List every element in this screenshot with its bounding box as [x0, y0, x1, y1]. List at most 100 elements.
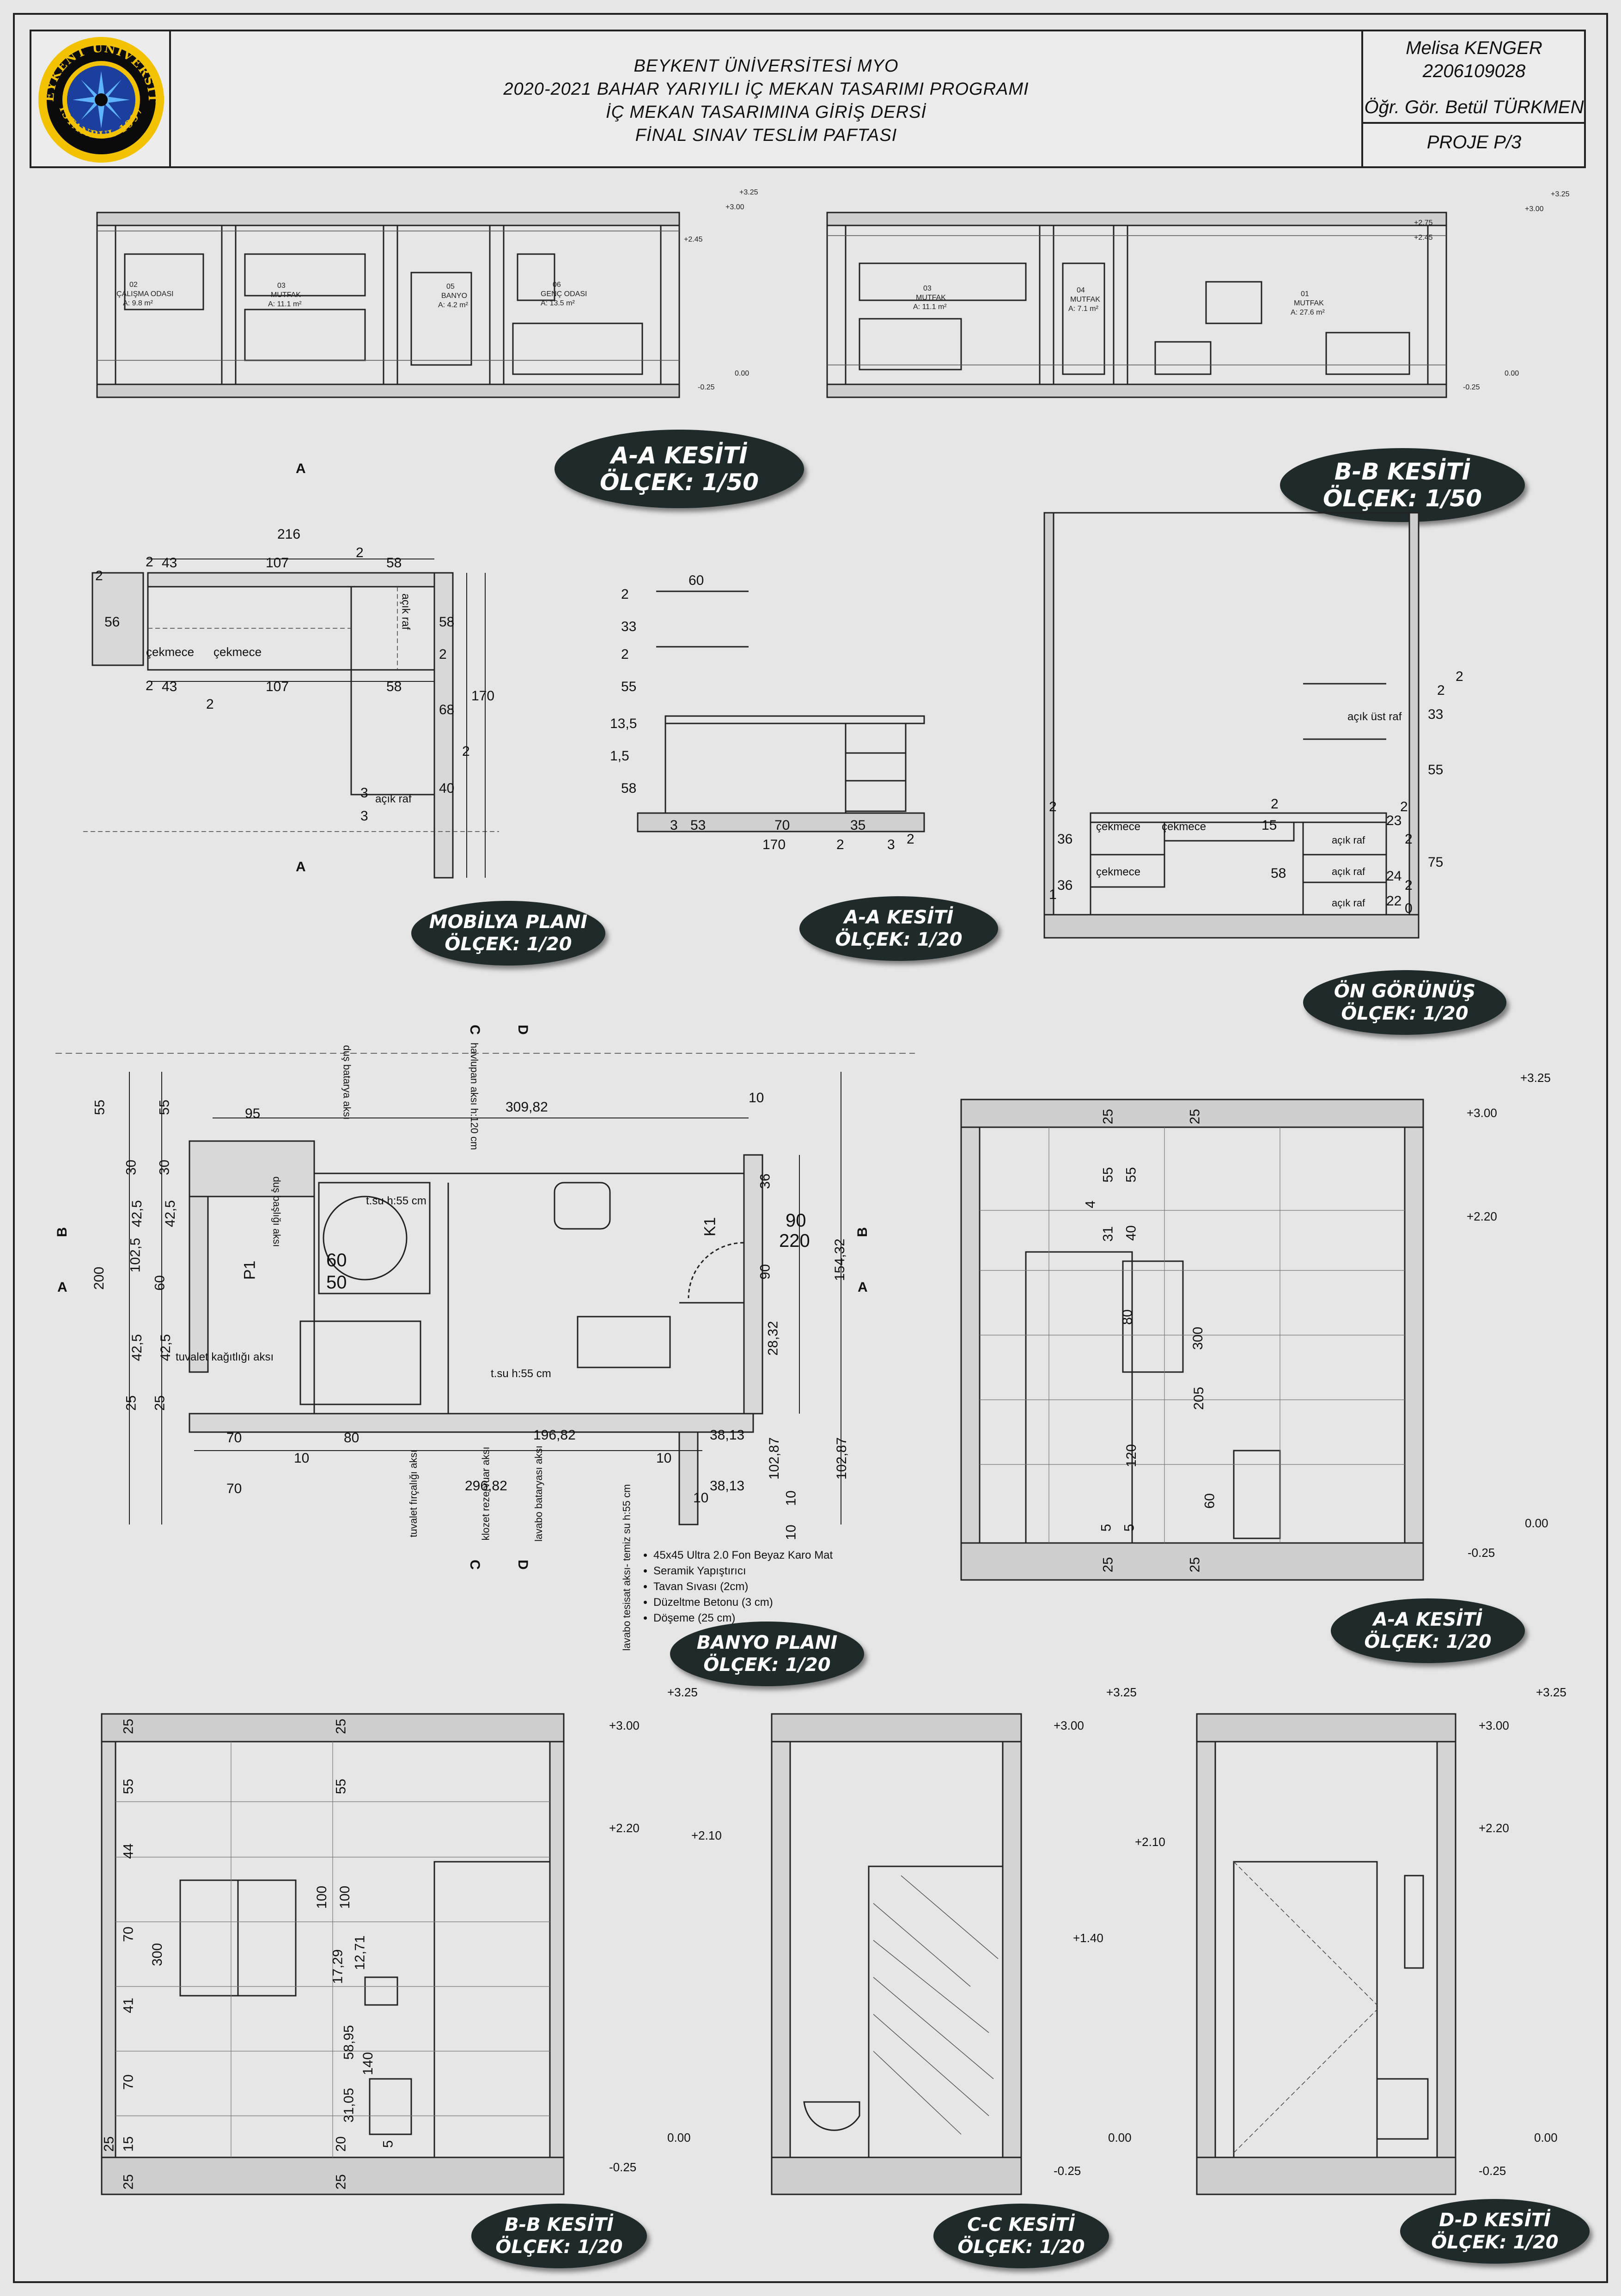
- banyo-label-tuvalet-fircaligi: tuvalet fırçalığı aksı: [407, 1450, 419, 1537]
- aa-banyo-level-220: +2.20: [1467, 1209, 1497, 1223]
- on-dim-36a: 36: [1057, 832, 1073, 847]
- aa-mob-dim-60: 60: [689, 573, 704, 588]
- bb-banyo-dim-100b: 100: [314, 1885, 330, 1909]
- aa-banyo-dim-25d: 25: [1187, 1557, 1203, 1573]
- aa-mob-dim-58: 58: [621, 781, 637, 796]
- banyo-dim-102-87a: 102,87: [766, 1437, 782, 1480]
- aa50-level-1: +3.25: [739, 188, 758, 196]
- aa-banyo-level-300: +3.00: [1467, 1106, 1497, 1120]
- aa50-level-4: -0.25: [698, 383, 715, 391]
- aa-mob-dim-2a: 2: [621, 587, 629, 602]
- bathroom-section-aa-drawing: [960, 1099, 1424, 1581]
- on-label-acik-raf-1: açık raf: [1332, 834, 1365, 846]
- banyo-dim-60b: 60: [326, 1250, 347, 1270]
- badge-aa-mobilya-title: A-A KESİTİ: [844, 907, 954, 928]
- on-dim-33: 33: [1428, 707, 1444, 722]
- mobilya-dim-170: 170: [471, 688, 495, 704]
- badge-aa-banyo-title: A-A KESİTİ: [1373, 1609, 1483, 1630]
- bathroom-section-bb-drawing: [101, 1713, 565, 2195]
- cc-banyo-level-210a: +2.10: [691, 1828, 722, 1842]
- cc-banyo-level-neg025: -0.25: [1054, 2164, 1081, 2178]
- bb50-room-04-no: 04: [1077, 286, 1085, 294]
- banyo-dim-42-5b: 42,5: [163, 1200, 178, 1227]
- aa-mob-dim-2b: 2: [621, 647, 629, 662]
- banyo-dim-42-5d: 42,5: [158, 1334, 174, 1361]
- banyo-label-klozet-rezervuar: klozet rezervuar aksı: [480, 1446, 492, 1541]
- aa-banyo-dim-25b: 25: [1187, 1109, 1203, 1124]
- mobilya-dim-2c: 2: [95, 568, 103, 583]
- badge-cc-banyo-scale: ÖLÇEK: 1/20: [957, 2236, 1085, 2258]
- mobilya-dim-58c: 58: [439, 614, 455, 630]
- banyo-dim-28-32: 28,32: [765, 1321, 781, 1356]
- cc-banyo-level-140: +1.40: [1073, 1931, 1103, 1945]
- banyo-dim-220: 220: [779, 1231, 810, 1251]
- mobilya-dim-68: 68: [439, 702, 455, 717]
- bb50-room-03-no: 03: [923, 285, 932, 292]
- mobilya-dim-40: 40: [439, 781, 455, 796]
- banyo-mark-a-right: A: [858, 1280, 868, 1295]
- sheet-type-text: FİNAL SINAV TESLİM PAFTASI: [635, 126, 897, 145]
- banyo-dim-25b: 25: [152, 1395, 168, 1411]
- banyo-dim-10b: 10: [294, 1451, 310, 1466]
- bb-banyo-dim-140: 140: [360, 2052, 376, 2076]
- banyo-dim-38-13b: 38,13: [710, 1478, 745, 1494]
- banyo-dim-154-32: 154,32: [832, 1239, 847, 1281]
- banyo-dim-10c: 10: [656, 1451, 672, 1466]
- title-block: BEYKENT UNIVERSITY ISTANBUL 1997 BEYKENT…: [29, 24, 1586, 168]
- aa50-room-05-no: 05: [446, 283, 455, 291]
- mobilya-dim-2e: 2: [206, 697, 214, 712]
- university-logo: BEYKENT UNIVERSITY ISTANBUL 1997: [29, 24, 164, 163]
- badge-bb-banyo-title: B-B KESİTİ: [505, 2214, 614, 2235]
- student-name: Melisa KENGER: [1406, 38, 1542, 58]
- badge-aa-mobilya-scale: ÖLÇEK: 1/20: [835, 929, 963, 950]
- aa-mob-dim-13-5: 13,5: [610, 716, 637, 731]
- banyo-dim-55a: 55: [92, 1099, 108, 1115]
- aa50-level-3: +2.45: [684, 236, 703, 243]
- bb50-room-04-area: A: 7.1 m²: [1068, 305, 1098, 313]
- badge-aa-banyo: A-A KESİTİ ÖLÇEK: 1/20: [1331, 1598, 1525, 1663]
- on-dim-2a: 2: [1456, 669, 1463, 684]
- on-dim-1: 1: [1049, 887, 1057, 902]
- banyo-mark-d-top: D: [515, 1025, 530, 1035]
- banyo-dim-55b: 55: [157, 1099, 172, 1115]
- bb50-room-03-area: A: 11.1 m²: [913, 303, 947, 311]
- aa-mob-dim-70: 70: [774, 818, 790, 833]
- on-label-acik-raf-2: açık raf: [1332, 866, 1365, 877]
- bb-banyo-dim-55b: 55: [333, 1779, 349, 1794]
- aa-banyo-dim-60: 60: [1202, 1493, 1218, 1509]
- on-dim-2e: 2: [1400, 799, 1408, 814]
- mobilya-dim-107b: 107: [266, 679, 289, 694]
- badge-mobilya-plan: MOBİLYA PLANI ÖLÇEK: 1/20: [411, 901, 605, 966]
- mobilya-label-cekmece-2: çekmece: [213, 645, 262, 659]
- banyo-dim-80: 80: [344, 1430, 360, 1446]
- bb-banyo-level-300: +3.00: [609, 1719, 640, 1732]
- badge-on-gorunus-title: ÖN GÖRÜNÜŞ: [1334, 981, 1476, 1002]
- aa-mob-dim-3a: 3: [670, 818, 678, 833]
- mobilya-dim-107a: 107: [266, 555, 289, 571]
- instructor-name: Öğr. Gör. Betül TÜRKMEN: [1364, 97, 1584, 117]
- banyo-label-tsu-1: t.su h:55 cm: [366, 1195, 427, 1207]
- aa50-room-06-area: A: 13.5 m²: [541, 299, 575, 307]
- banyo-dim-10e: 10: [693, 1490, 709, 1506]
- banyo-dim-70b: 70: [226, 1481, 242, 1496]
- mobilya-section-mark-a-bottom: A: [296, 859, 306, 875]
- badge-dd-banyo: D-D KESİTİ ÖLÇEK: 1/20: [1400, 2199, 1590, 2264]
- aa-banyo-dim-80: 80: [1120, 1309, 1135, 1325]
- aa-banyo-dim-25c: 25: [1100, 1557, 1116, 1573]
- mobilya-dim-2d: 2: [146, 678, 153, 693]
- banyo-mark-a-left: A: [57, 1280, 67, 1295]
- student-number: 2206109028: [1422, 61, 1526, 81]
- badge-on-gorunus: ÖN GÖRÜNÜŞ ÖLÇEK: 1/20: [1303, 970, 1506, 1035]
- aa-mob-dim-55: 55: [621, 679, 637, 694]
- banyo-dim-38-13a: 38,13: [710, 1427, 745, 1443]
- banyo-dim-200: 200: [91, 1266, 107, 1290]
- aa50-level-5: 0.00: [735, 370, 750, 377]
- institution-text: BEYKENT ÜNİVERSİTESİ MYO: [634, 56, 899, 76]
- banyo-label-tsu-2: t.su h:55 cm: [491, 1367, 551, 1380]
- bb-banyo-dim-25d: 25: [121, 2174, 136, 2190]
- badge-aa-1-50: A-A KESİTİ ÖLÇEK: 1/50: [555, 430, 804, 508]
- aa50-room-02-area: A: 9.8 m²: [123, 299, 153, 307]
- bb-banyo-dim-17-29: 17,29: [330, 1949, 346, 1984]
- bb-banyo-dim-25b: 25: [333, 1719, 349, 1734]
- on-dim-2f: 2: [1405, 832, 1413, 847]
